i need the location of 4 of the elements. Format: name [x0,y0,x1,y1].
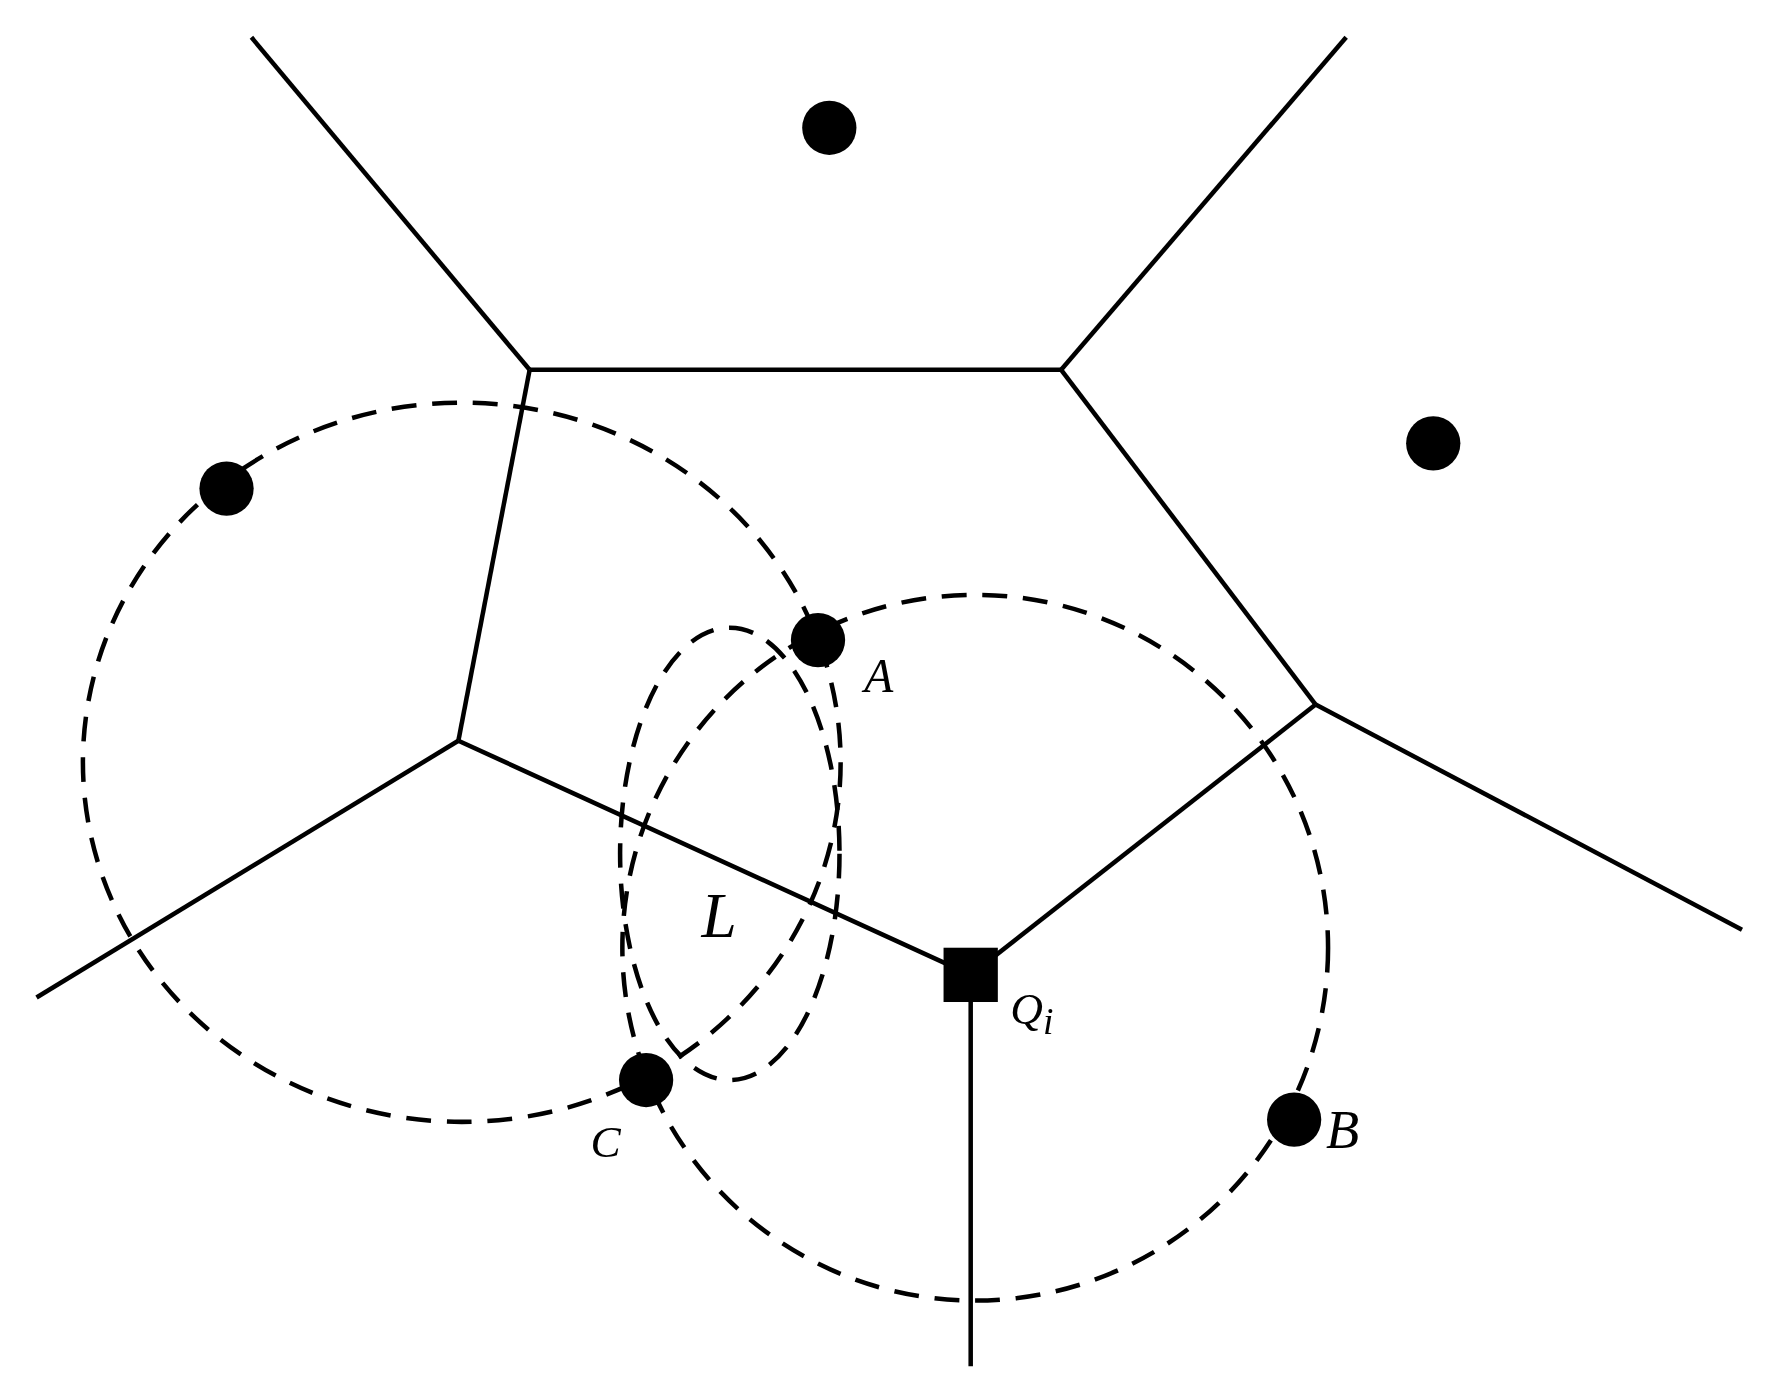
point-label: L [701,884,737,949]
point-label: B [1325,1103,1360,1158]
point-label: C [590,1120,621,1166]
point-label: Q$_{i}$ [1010,986,1054,1041]
